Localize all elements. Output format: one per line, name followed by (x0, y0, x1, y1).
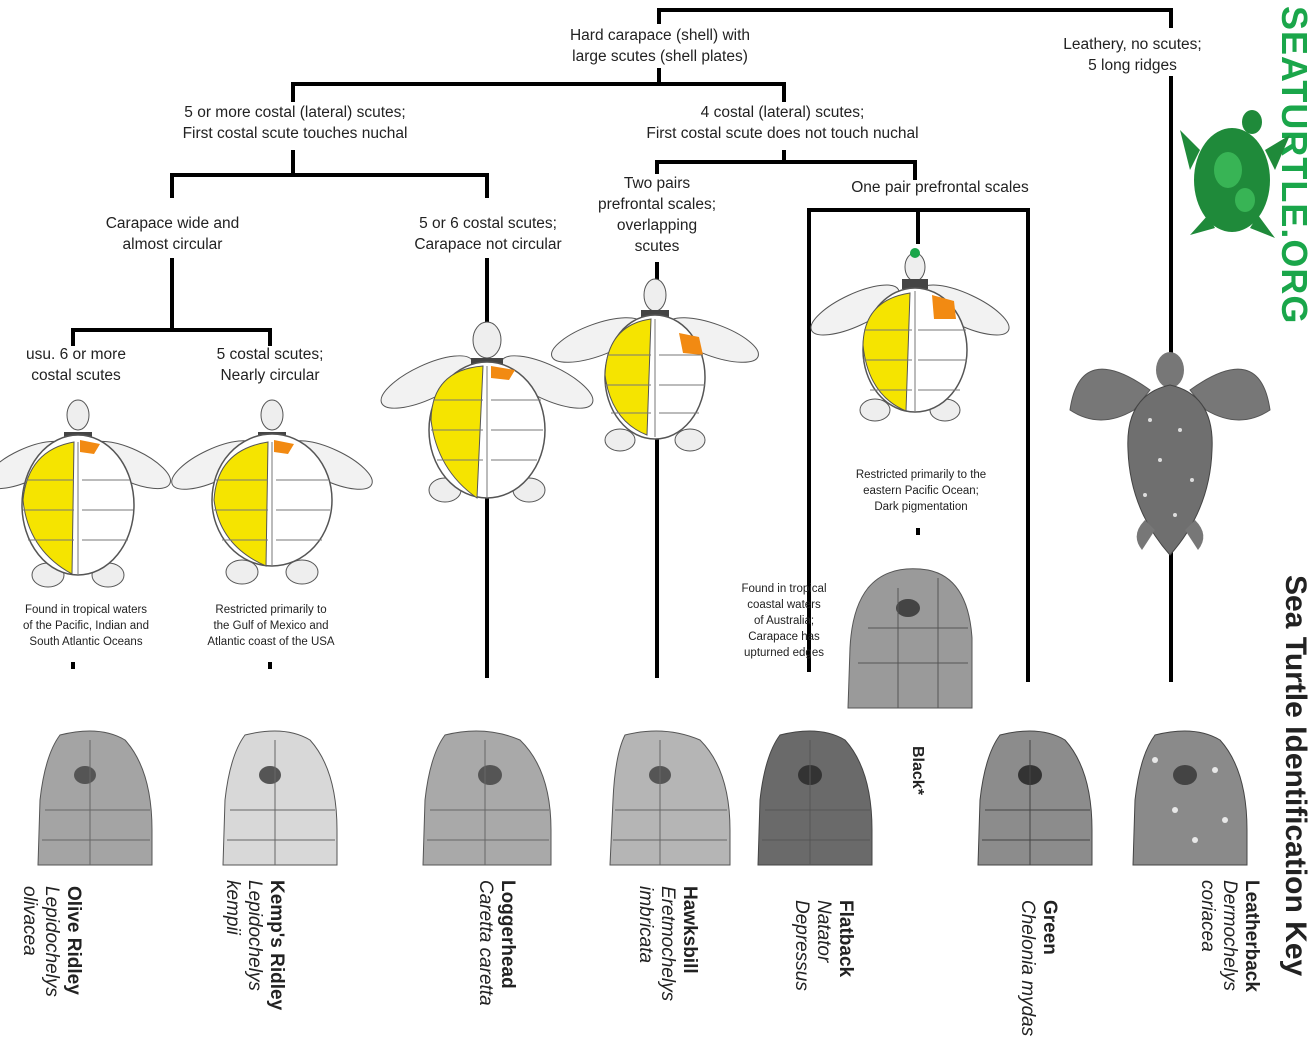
head-illustrations (38, 731, 1247, 865)
leatherback-body (1070, 352, 1270, 555)
olive-ridley-carapace (0, 400, 177, 587)
black-label: Black* (906, 746, 928, 795)
green-carapace (805, 248, 1016, 421)
kemps-ridley-carapace (166, 400, 379, 584)
hawksbill-carapace (546, 279, 763, 451)
black-turtle-head (848, 569, 972, 708)
